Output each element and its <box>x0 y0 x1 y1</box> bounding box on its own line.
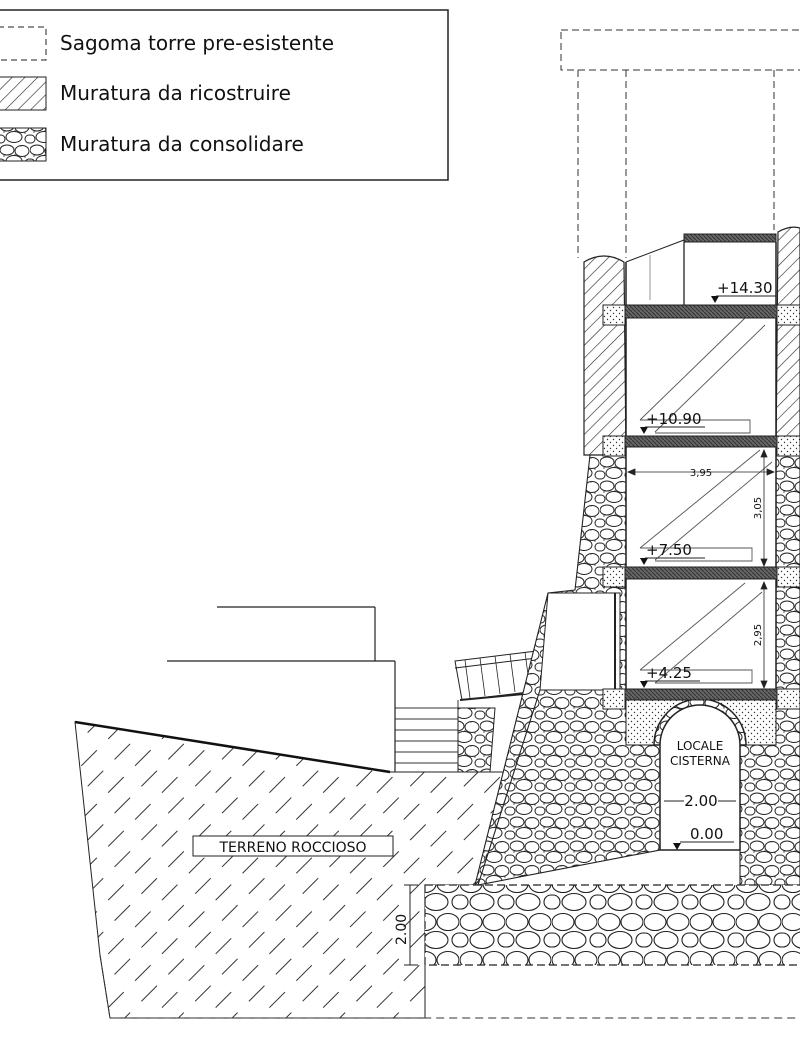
elevation-000: 0.00 <box>690 825 723 843</box>
slab-1430 <box>602 304 800 319</box>
roof-parapet <box>625 233 777 305</box>
room-level-3 <box>626 318 776 436</box>
dimension-lines <box>626 448 776 690</box>
dimension-height-295: 2,95 <box>753 624 764 646</box>
stairs <box>395 700 459 772</box>
dimension-height-305: 3,05 <box>753 497 764 519</box>
room-level-1 <box>626 579 776 689</box>
foundation-depth-dimension <box>404 884 418 966</box>
legend-label-rebuild: Muratura da ricostruire <box>60 81 291 105</box>
foundation-depth-label: 2.00 <box>394 914 410 945</box>
cistern-room <box>659 704 741 851</box>
elevation-1090: +10.90 <box>646 410 702 428</box>
elevation-marker-000 <box>673 843 681 850</box>
low-wall-stones <box>457 707 496 773</box>
adjacent-structure <box>167 606 396 772</box>
terrain-bottom-line <box>99 954 800 1019</box>
elevation-marks <box>645 295 776 682</box>
slab-1090 <box>602 435 800 448</box>
elevation-marker-1430 <box>711 296 719 303</box>
legend-swatch-rebuild <box>0 76 47 111</box>
cistern-label-1: LOCALE <box>677 739 724 753</box>
foundation-stones <box>424 884 800 966</box>
slab-750 <box>602 566 800 580</box>
ground-line <box>74 720 391 774</box>
elevation-750: +7.50 <box>646 541 692 559</box>
elevation-marker-425 <box>640 681 648 688</box>
pre-existing-tower-outline <box>560 29 800 258</box>
cistern-label-2: CISTERNA <box>670 754 731 768</box>
terrain-label-box <box>192 835 394 857</box>
legend-label-existing: Sagoma torre pre-esistente <box>60 31 334 55</box>
legend-label-consolidate: Muratura da consolidare <box>60 132 304 156</box>
room-level-2 <box>626 447 776 567</box>
rocky-terrain <box>74 721 511 1019</box>
cistern: LOCALE CISTERNA 2.00 0.00 <box>625 698 777 851</box>
elevation-marker-750 <box>640 558 648 565</box>
slab-425 <box>602 688 800 701</box>
elevation-marker-1090 <box>640 427 648 434</box>
cistern-width-label: 2.00 <box>684 792 717 810</box>
dimension-width-395: 3,95 <box>690 468 712 479</box>
wall-rebuild-right <box>775 226 800 456</box>
legend-swatch-consolidate <box>0 127 47 162</box>
terrain-label: TERRENO ROCCIOSO <box>219 840 367 856</box>
elevation-425: +4.25 <box>646 664 692 682</box>
wall-rebuild-left <box>583 255 627 456</box>
legend-frame <box>0 9 449 181</box>
legend-swatch-existing <box>0 26 47 61</box>
elevation-1430: +14.30 <box>717 279 773 297</box>
ramp-void <box>539 592 621 691</box>
legend: Sagoma torre pre-esistente Muratura da r… <box>0 9 449 181</box>
floor-slabs <box>602 304 800 710</box>
internal-stairs <box>639 317 773 684</box>
